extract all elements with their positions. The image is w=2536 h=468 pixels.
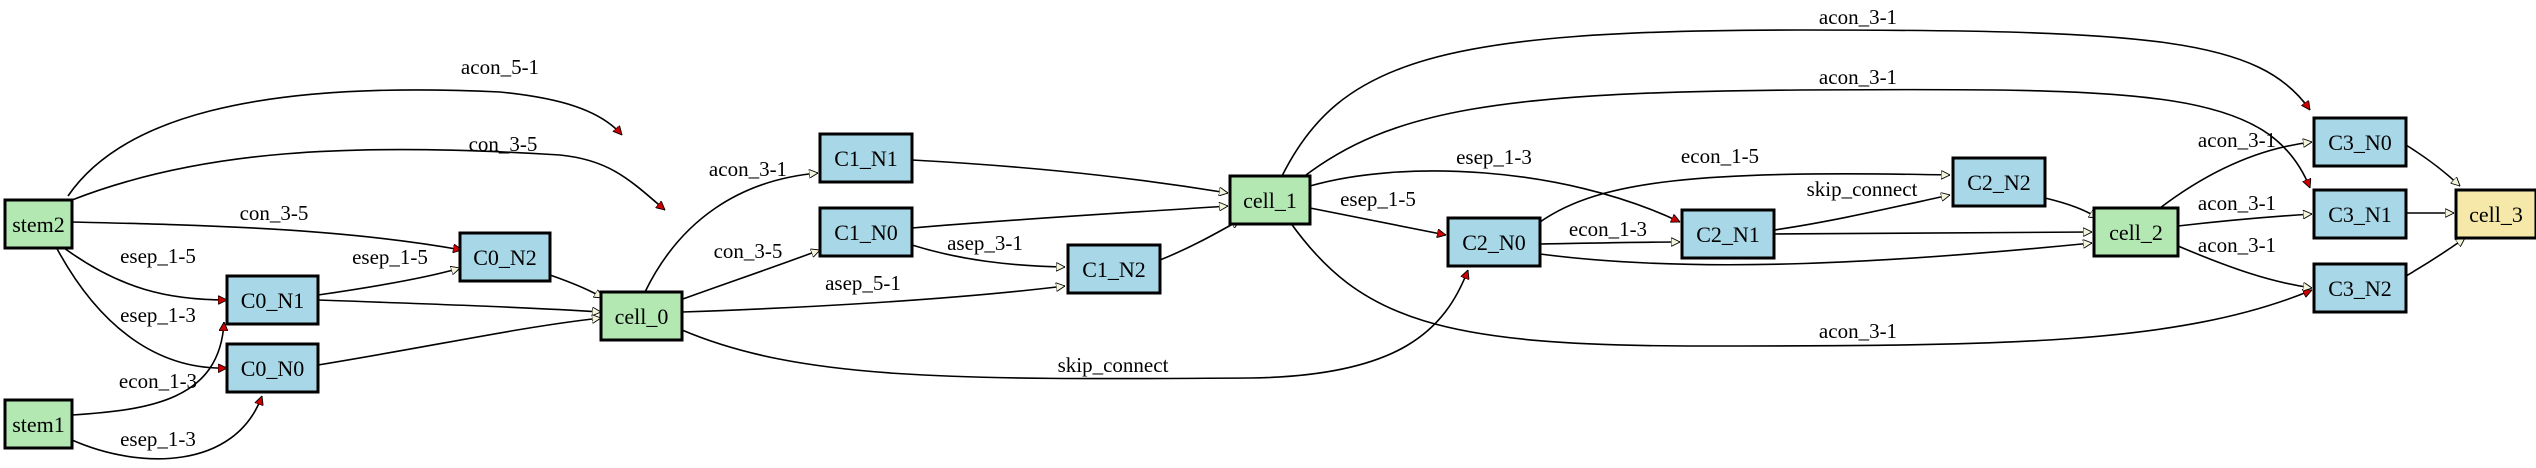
edge-stem1-c0n1: econ_1-3 [71,322,224,416]
edge-label-stem2-c1n0: con_3-5 [469,132,538,156]
node-c1-n2[interactable]: C1_N2 [1066,243,1162,295]
edge-label-cell1-c3n1: acon_3-1 [1819,65,1897,89]
edge-label-stem1-c0n1: econ_1-3 [119,369,197,393]
edge-label-cell1-c3n2: acon_3-1 [1819,319,1897,343]
edge-c2n0-c2n2: econ_1-5 [1539,144,1950,223]
node-label-cell-3: cell_3 [2469,202,2523,227]
node-label-stem1: stem1 [12,412,65,437]
edge-label-cell1-c3n0: acon_3-1 [1819,5,1897,29]
edge-label-c2n1-c2n2: skip_connect [1807,177,1918,201]
edge-label-cell1-c2n1: esep_1-3 [1456,145,1532,169]
node-c0-n1[interactable]: C0_N1 [225,274,320,326]
node-label-c0-n0: C0_N0 [241,356,305,381]
node-c2-n2[interactable]: C2_N2 [1951,156,2047,208]
edge-cell1-c3n0: acon_3-1 [1281,5,2311,177]
edge-c0n2-cell0 [549,274,603,299]
node-cell-2[interactable]: cell_2 [2092,206,2180,258]
edge-c0n0-cell0 [317,318,601,366]
edge-label-stem2-c0n1: esep_1-5 [120,244,196,268]
edge-label-stem2-c0n0: esep_1-3 [120,303,196,327]
edge-label-stem2-c0n2: con_3-5 [240,201,309,225]
edge-cell2-c3n0: acon_3-1 [2159,128,2312,209]
edge-cell1-c2n1: esep_1-3 [1309,145,1680,223]
node-label-c1-n1: C1_N1 [834,146,898,171]
node-label-c0-n2: C0_N2 [473,245,537,270]
edge-cell2-c3n2: acon_3-1 [2177,233,2312,288]
node-label-c1-n2: C1_N2 [1082,257,1146,282]
edge-cell2-c3n1: acon_3-1 [2177,191,2312,227]
edge-label-c2n0-c2n2: econ_1-5 [1681,144,1759,168]
node-c3-n0[interactable]: C3_N0 [2312,116,2408,168]
node-label-c1-n0: C1_N0 [834,220,898,245]
node-label-c2-n0: C2_N0 [1462,230,1526,255]
edge-label-c1n0-c1n2: asep_3-1 [947,231,1023,255]
node-cell-3[interactable]: cell_3 [2454,188,2536,240]
edge-c2n0-c2n1: econ_1-3 [1539,217,1680,244]
node-label-c0-n1: C0_N1 [241,288,305,313]
edge-label-cell1-c2n0: esep_1-5 [1340,187,1416,211]
edge-label-stem2-c1n1: acon_5-1 [461,55,539,79]
node-c3-n2[interactable]: C3_N2 [2312,262,2408,314]
node-cell-1[interactable]: cell_1 [1228,174,1312,226]
edge-stem2-c0n0: esep_1-3 [54,244,227,368]
node-c3-n1[interactable]: C3_N1 [2312,188,2408,240]
edge-label-cell2-c3n0: acon_3-1 [2198,128,2276,152]
node-c0-n2[interactable]: C0_N2 [458,231,552,283]
edge-c1n1-cell1 [911,159,1228,193]
node-label-c3-n2: C3_N2 [2328,276,2392,301]
edge-cell0-c1n0: con_3-5 [679,239,820,301]
edge-c2n2-cell2 [2044,197,2098,219]
edge-cell1-c3n2: acon_3-1 [1289,221,2312,347]
node-c2-n0[interactable]: C2_N0 [1446,216,1542,268]
node-label-c2-n1: C2_N1 [1696,222,1760,247]
node-stem2[interactable]: stem2 [3,198,74,250]
edge-label-cell2-c3n2: acon_3-1 [2198,233,2276,257]
edge-stem2-c0n1: esep_1-5 [59,244,227,300]
node-label-stem2: stem2 [12,212,65,237]
edge-stem2-c1n1: acon_5-1 [67,55,622,197]
edge-stem2-c0n2: con_3-5 [71,201,462,250]
node-label-cell-1: cell_1 [1243,188,1297,213]
edge-cell0-c1n2: asep_5-1 [681,271,1065,313]
node-c2-n1[interactable]: C2_N1 [1680,208,1776,260]
node-label-c3-n0: C3_N0 [2328,130,2392,155]
edge-c3n0-cell3 [2405,144,2460,186]
edge-cell1-c3n1: acon_3-1 [1301,65,2310,188]
edge-label-cell0-c1n1: acon_3-1 [709,157,787,181]
edge-cell0-c1n1: acon_3-1 [644,157,818,293]
edge-label-cell0-c2n0: skip_connect [1058,353,1169,377]
edge-label-cell0-c1n2: asep_5-1 [825,271,901,295]
edge-label-cell2-c3n1: acon_3-1 [2198,191,2276,215]
edge-label-c0n1-c0n2: esep_1-5 [352,245,428,269]
edge-label-cell0-c1n0: con_3-5 [714,239,783,263]
edge-c2n0-cell2 [1539,243,2092,266]
edge-c2n1-c2n2: skip_connect [1773,177,1950,231]
node-label-c3-n1: C3_N1 [2328,202,2392,227]
edge-c0n1-c0n2: esep_1-5 [317,245,460,296]
edge-label-c2n0-c2n1: econ_1-3 [1569,217,1647,241]
edge-stem2-c1n0: con_3-5 [71,132,665,210]
edge-cell0-c2n0: skip_connect [681,270,1468,380]
node-stem1[interactable]: stem1 [3,398,74,450]
node-c1-n1[interactable]: C1_N1 [818,132,914,184]
edge-c1n0-c1n2: asep_3-1 [911,231,1065,267]
edge-c3n2-cell3 [2405,237,2465,277]
edge-cell1-c2n0: esep_1-5 [1309,187,1446,235]
node-label-cell-0: cell_0 [615,304,669,329]
edge-c1n2-cell1 [1159,219,1240,261]
node-c1-n0[interactable]: C1_N0 [818,206,914,258]
edge-c1n0-cell1 [911,206,1228,229]
node-cell-0[interactable]: cell_0 [599,290,684,342]
edge-stem1-c0n0: esep_1-3 [71,396,262,460]
node-label-cell-2: cell_2 [2109,220,2163,245]
edge-label-stem1-c0n0: esep_1-3 [120,427,196,451]
edge-c2n1-cell2 [1773,232,2092,234]
edge-c0n1-cell0 [317,299,601,312]
node-label-c2-n2: C2_N2 [1967,170,2031,195]
node-c0-n0[interactable]: C0_N0 [225,342,320,394]
